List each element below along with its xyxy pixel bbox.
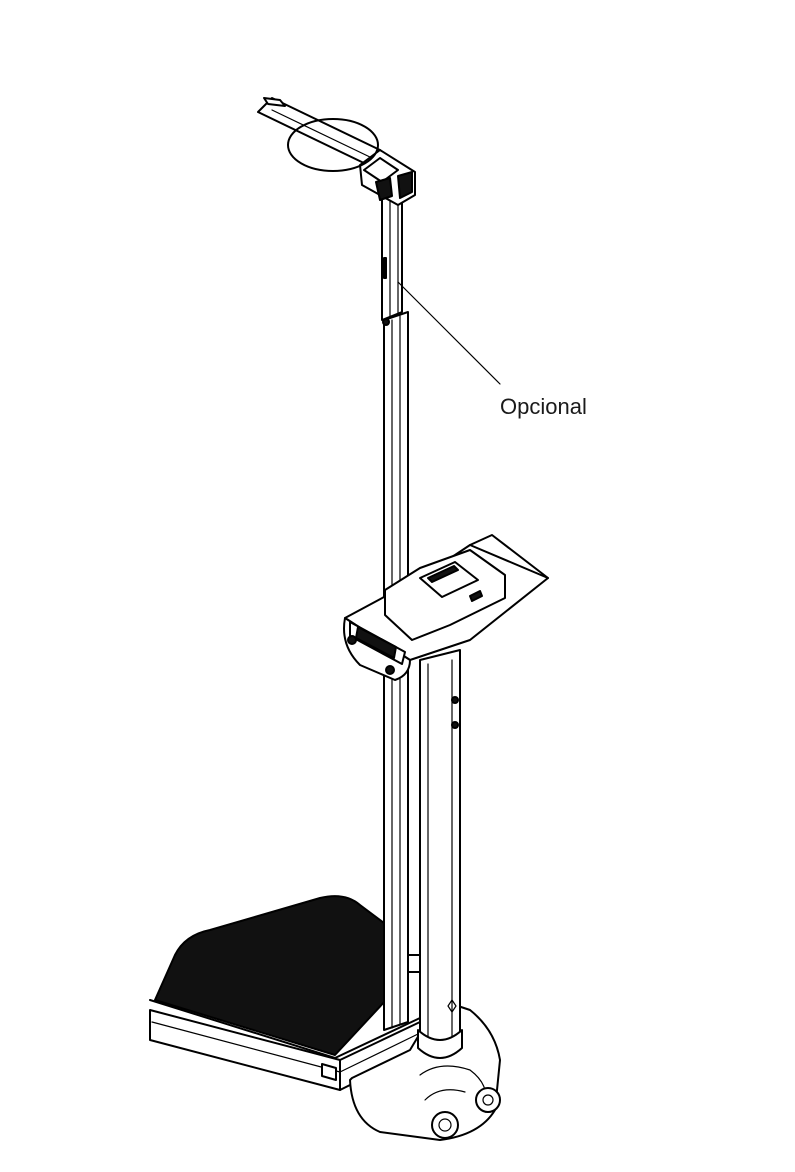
platform-base [149, 895, 421, 1091]
display-window [419, 561, 479, 598]
optional-highlight-ellipse [287, 118, 379, 172]
callout-leader-line [397, 281, 501, 385]
indicator-head [343, 534, 549, 681]
optional-callout-label: Opcional [500, 394, 587, 419]
column-hole-upper [451, 696, 459, 704]
front-wheel [431, 1111, 459, 1139]
column-hole-lower [451, 721, 459, 729]
right-knob [385, 665, 395, 675]
head-piece [257, 97, 416, 206]
left-knob [347, 635, 357, 645]
rear-wheel [475, 1087, 501, 1113]
main-column [393, 649, 463, 1059]
